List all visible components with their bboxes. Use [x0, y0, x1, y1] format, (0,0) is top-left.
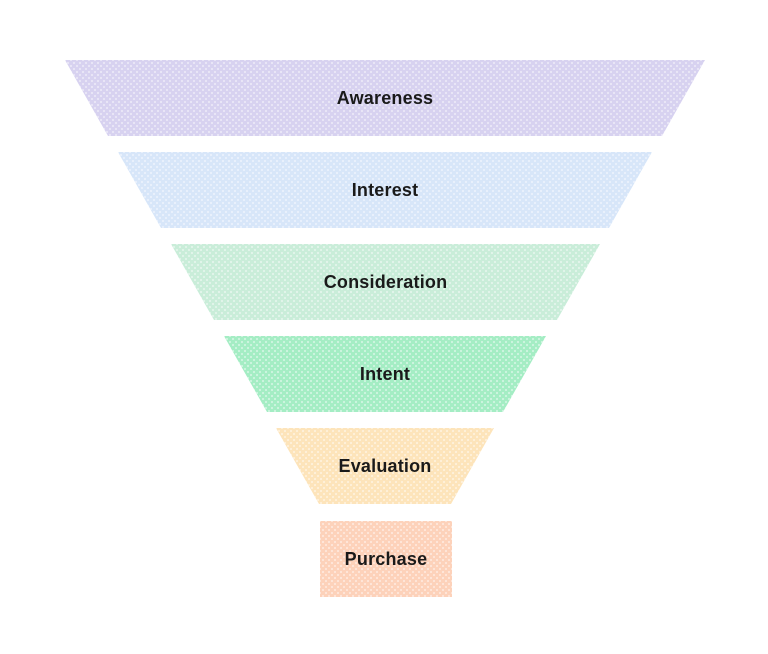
funnel-stage-consideration: Consideration: [171, 244, 600, 320]
funnel-stage-intent-label: Intent: [359, 363, 411, 384]
funnel-stage-purchase-label: Purchase: [344, 548, 428, 569]
funnel-stage-interest: Interest: [118, 152, 652, 228]
funnel-stage-evaluation: Evaluation: [276, 428, 494, 504]
funnel-stage-awareness: Awareness: [65, 60, 705, 136]
funnel-stage-evaluation-label: Evaluation: [338, 455, 432, 476]
funnel-stage-purchase: Purchase: [320, 521, 452, 597]
funnel-stage-awareness-label: Awareness: [336, 87, 434, 108]
funnel-stage-consideration-label: Consideration: [323, 271, 448, 292]
funnel-stage-interest-label: Interest: [351, 179, 419, 200]
funnel-stage-intent: Intent: [224, 336, 546, 412]
